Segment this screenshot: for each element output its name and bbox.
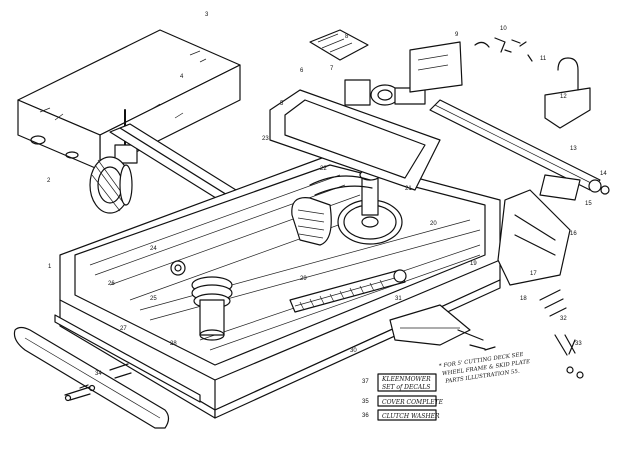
callout-7: 7 — [330, 66, 334, 72]
drive-shaft — [429, 99, 610, 195]
rear-roller — [289, 269, 407, 313]
callout-34: 34 — [95, 371, 102, 377]
callout-14: 14 — [600, 171, 607, 177]
callout-28: 28 — [170, 341, 177, 347]
callout-11: 11 — [540, 56, 547, 62]
hitch-bracket — [497, 174, 581, 286]
callout-10: 10 — [500, 26, 507, 32]
legend-decals: 37 KLEENMOWER SET of DECALS — [362, 373, 437, 392]
callout-6: 6 — [300, 68, 304, 74]
callout-8: 8 — [345, 34, 349, 40]
callout-24: 24 — [150, 246, 157, 252]
callout-3: 3 — [205, 12, 209, 18]
legend-washer-label: CLUTCH WASHER — [382, 413, 440, 420]
callout-2: 2 — [47, 178, 51, 184]
top-right-parts — [409, 37, 591, 129]
callout-27: 27 — [120, 326, 127, 332]
callout-9: 9 — [455, 32, 459, 38]
callout-20: 20 — [430, 221, 437, 227]
deck-note: * FOR 5' CUTTING DECK SEE WHEEL FRAME & … — [439, 352, 531, 385]
front-skid — [13, 314, 201, 429]
callout-23: 23 — [262, 136, 269, 142]
legend-cover-ref: 35 — [362, 399, 369, 405]
callout-17: 17 — [530, 271, 537, 277]
hardware-left — [64, 363, 132, 402]
legend-cover-label: COVER COMPLETE — [382, 399, 444, 406]
legend-decals-line1: KLEENMOWER — [381, 376, 431, 383]
callout-5: 5 — [280, 101, 284, 107]
left-spindle — [170, 260, 233, 341]
callout-22: 22 — [320, 166, 327, 172]
legend-washer-ref: 36 — [362, 413, 369, 419]
callout-32: 32 — [560, 316, 567, 322]
callout-30: 30 — [350, 348, 357, 354]
legend: 37 KLEENMOWER SET of DECALS 35 COVER COM… — [362, 373, 444, 421]
callout-29: 29 — [300, 276, 307, 282]
upper-frame — [269, 29, 441, 191]
callout-18: 18 — [520, 296, 527, 302]
callout-19: 19 — [470, 261, 477, 267]
callout-4: 4 — [180, 74, 184, 80]
callout-33: 33 — [575, 341, 582, 347]
belt-guard — [291, 197, 332, 246]
callout-21: 21 — [405, 186, 412, 192]
callout-25: 25 — [150, 296, 157, 302]
legend-washer: 36 CLUTCH WASHER — [362, 409, 440, 421]
legend-cover: 35 COVER COMPLETE — [362, 395, 444, 407]
hardware-right — [457, 289, 584, 379]
callout-16: 16 — [570, 231, 577, 237]
callout-1: 1 — [48, 264, 52, 270]
callout-13: 13 — [570, 146, 577, 152]
callout-31: 31 — [395, 296, 402, 302]
side-link — [389, 304, 471, 346]
callout-15: 15 — [585, 201, 592, 207]
legend-decals-ref: 37 — [362, 379, 369, 385]
callout-12: 12 — [560, 94, 567, 100]
cover-box — [17, 29, 241, 171]
legend-decals-line2: SET of DECALS — [382, 384, 430, 391]
callout-26: 26 — [108, 281, 115, 287]
